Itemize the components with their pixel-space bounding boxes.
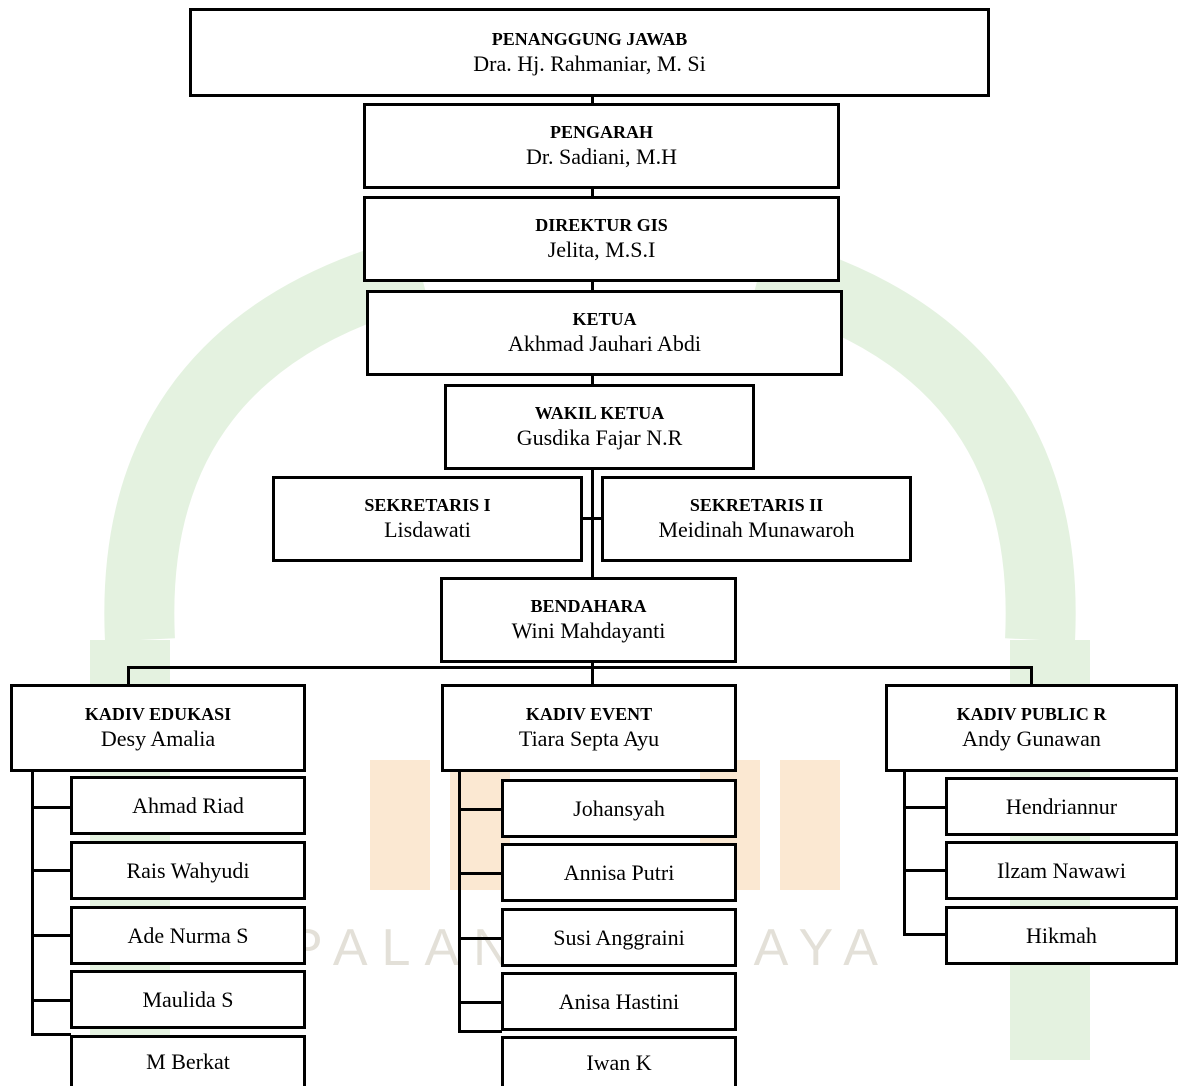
edukasi-branch-3 xyxy=(31,934,71,937)
event-branch-5 xyxy=(458,1030,502,1033)
division-bus xyxy=(127,666,1033,669)
edukasi-member: Rais Wahyudi xyxy=(70,841,306,900)
secretary-connector xyxy=(580,517,604,520)
public-tree-vertical xyxy=(903,772,906,936)
kadiv-edukasi-name: Desy Amalia xyxy=(100,726,216,751)
direktur-box: DIREKTUR GIS Jelita, M.S.I xyxy=(363,196,840,282)
bendahara-title: BENDAHARA xyxy=(530,596,647,616)
sekretaris-2-title: SEKRETARIS II xyxy=(689,495,824,515)
watermark-bar-4 xyxy=(780,760,840,890)
public-member: Hikmah xyxy=(945,906,1178,965)
pengarah-name: Dr. Sadiani, M.H xyxy=(526,144,677,169)
pengarah-title: PENGARAH xyxy=(550,122,653,142)
edukasi-branch-4 xyxy=(31,999,71,1002)
event-member: Annisa Putri xyxy=(501,843,737,902)
sekretaris-1-box: SEKRETARIS I Lisdawati xyxy=(272,476,583,562)
event-branch-4 xyxy=(458,1001,502,1004)
ketua-title: KETUA xyxy=(572,309,637,329)
event-tree-vertical xyxy=(458,772,461,1033)
direktur-name: Jelita, M.S.I xyxy=(547,237,656,262)
pengarah-box: PENGARAH Dr. Sadiani, M.H xyxy=(363,103,840,189)
penanggung-jawab-name: Dra. Hj. Rahmaniar, M. Si xyxy=(473,50,706,76)
bendahara-name: Wini Mahdayanti xyxy=(511,618,666,643)
ketua-name: Akhmad Jauhari Abdi xyxy=(507,331,702,356)
event-member: Johansyah xyxy=(501,779,737,838)
watermark-bar-1 xyxy=(370,760,430,890)
edukasi-branch-2 xyxy=(31,869,71,872)
event-branch-1 xyxy=(458,808,502,811)
bendahara-box: BENDAHARA Wini Mahdayanti xyxy=(440,577,737,663)
public-branch-1 xyxy=(903,806,946,809)
edukasi-member: Ade Nurma S xyxy=(70,906,306,965)
edukasi-member: Maulida S xyxy=(70,970,306,1029)
kadiv-edukasi-title: KADIV EDUKASI xyxy=(84,704,232,724)
event-member: Iwan K xyxy=(501,1036,737,1086)
wakil-ketua-title: WAKIL KETUA xyxy=(534,403,665,423)
edukasi-branch-5 xyxy=(31,1033,71,1036)
sekretaris-2-name: Meidinah Munawaroh xyxy=(658,517,855,542)
event-branch-3 xyxy=(458,937,502,940)
edukasi-member: M Berkat xyxy=(70,1035,306,1086)
public-branch-2 xyxy=(903,869,946,872)
wakil-ketua-name: Gusdika Fajar N.R xyxy=(516,425,683,450)
direktur-title: DIREKTUR GIS xyxy=(535,215,668,235)
public-member: Hendriannur xyxy=(945,777,1178,836)
div-public-drop xyxy=(1030,666,1033,686)
div-edukasi-drop xyxy=(127,666,130,686)
watermark-arch-left xyxy=(104,236,430,642)
kadiv-public-name: Andy Gunawan xyxy=(962,726,1101,751)
public-branch-3 xyxy=(903,933,946,936)
event-member: Susi Anggraini xyxy=(501,908,737,967)
bendahara-down xyxy=(591,662,594,684)
wakil-ketua-box: WAKIL KETUA Gusdika Fajar N.R xyxy=(444,384,755,470)
sekretaris-1-name: Lisdawati xyxy=(384,517,471,542)
event-member: Anisa Hastini xyxy=(501,972,737,1031)
event-branch-2 xyxy=(458,872,502,875)
penanggung-jawab-title: PENANGGUNG JAWAB xyxy=(491,28,688,49)
ketua-box: KETUA Akhmad Jauhari Abdi xyxy=(366,290,843,376)
kadiv-event-title: KADIV EVENT xyxy=(525,704,653,724)
penanggung-jawab-box: PENANGGUNG JAWAB Dra. Hj. Rahmaniar, M. … xyxy=(189,8,990,97)
kadiv-event-box: KADIV EVENT Tiara Septa Ayu xyxy=(441,684,737,772)
kadiv-event-name: Tiara Septa Ayu xyxy=(518,726,660,751)
kadiv-public-title: KADIV PUBLIC R xyxy=(956,704,1107,724)
edukasi-member: Ahmad Riad xyxy=(70,776,306,835)
public-member: Ilzam Nawawi xyxy=(945,841,1178,900)
kadiv-public-box: KADIV PUBLIC R Andy Gunawan xyxy=(885,684,1178,772)
sekretaris-1-title: SEKRETARIS I xyxy=(364,495,491,515)
kadiv-edukasi-box: KADIV EDUKASI Desy Amalia xyxy=(10,684,306,772)
edukasi-branch-1 xyxy=(31,806,71,809)
sekretaris-2-box: SEKRETARIS II Meidinah Munawaroh xyxy=(601,476,912,562)
edukasi-tree-vertical xyxy=(31,769,34,1036)
